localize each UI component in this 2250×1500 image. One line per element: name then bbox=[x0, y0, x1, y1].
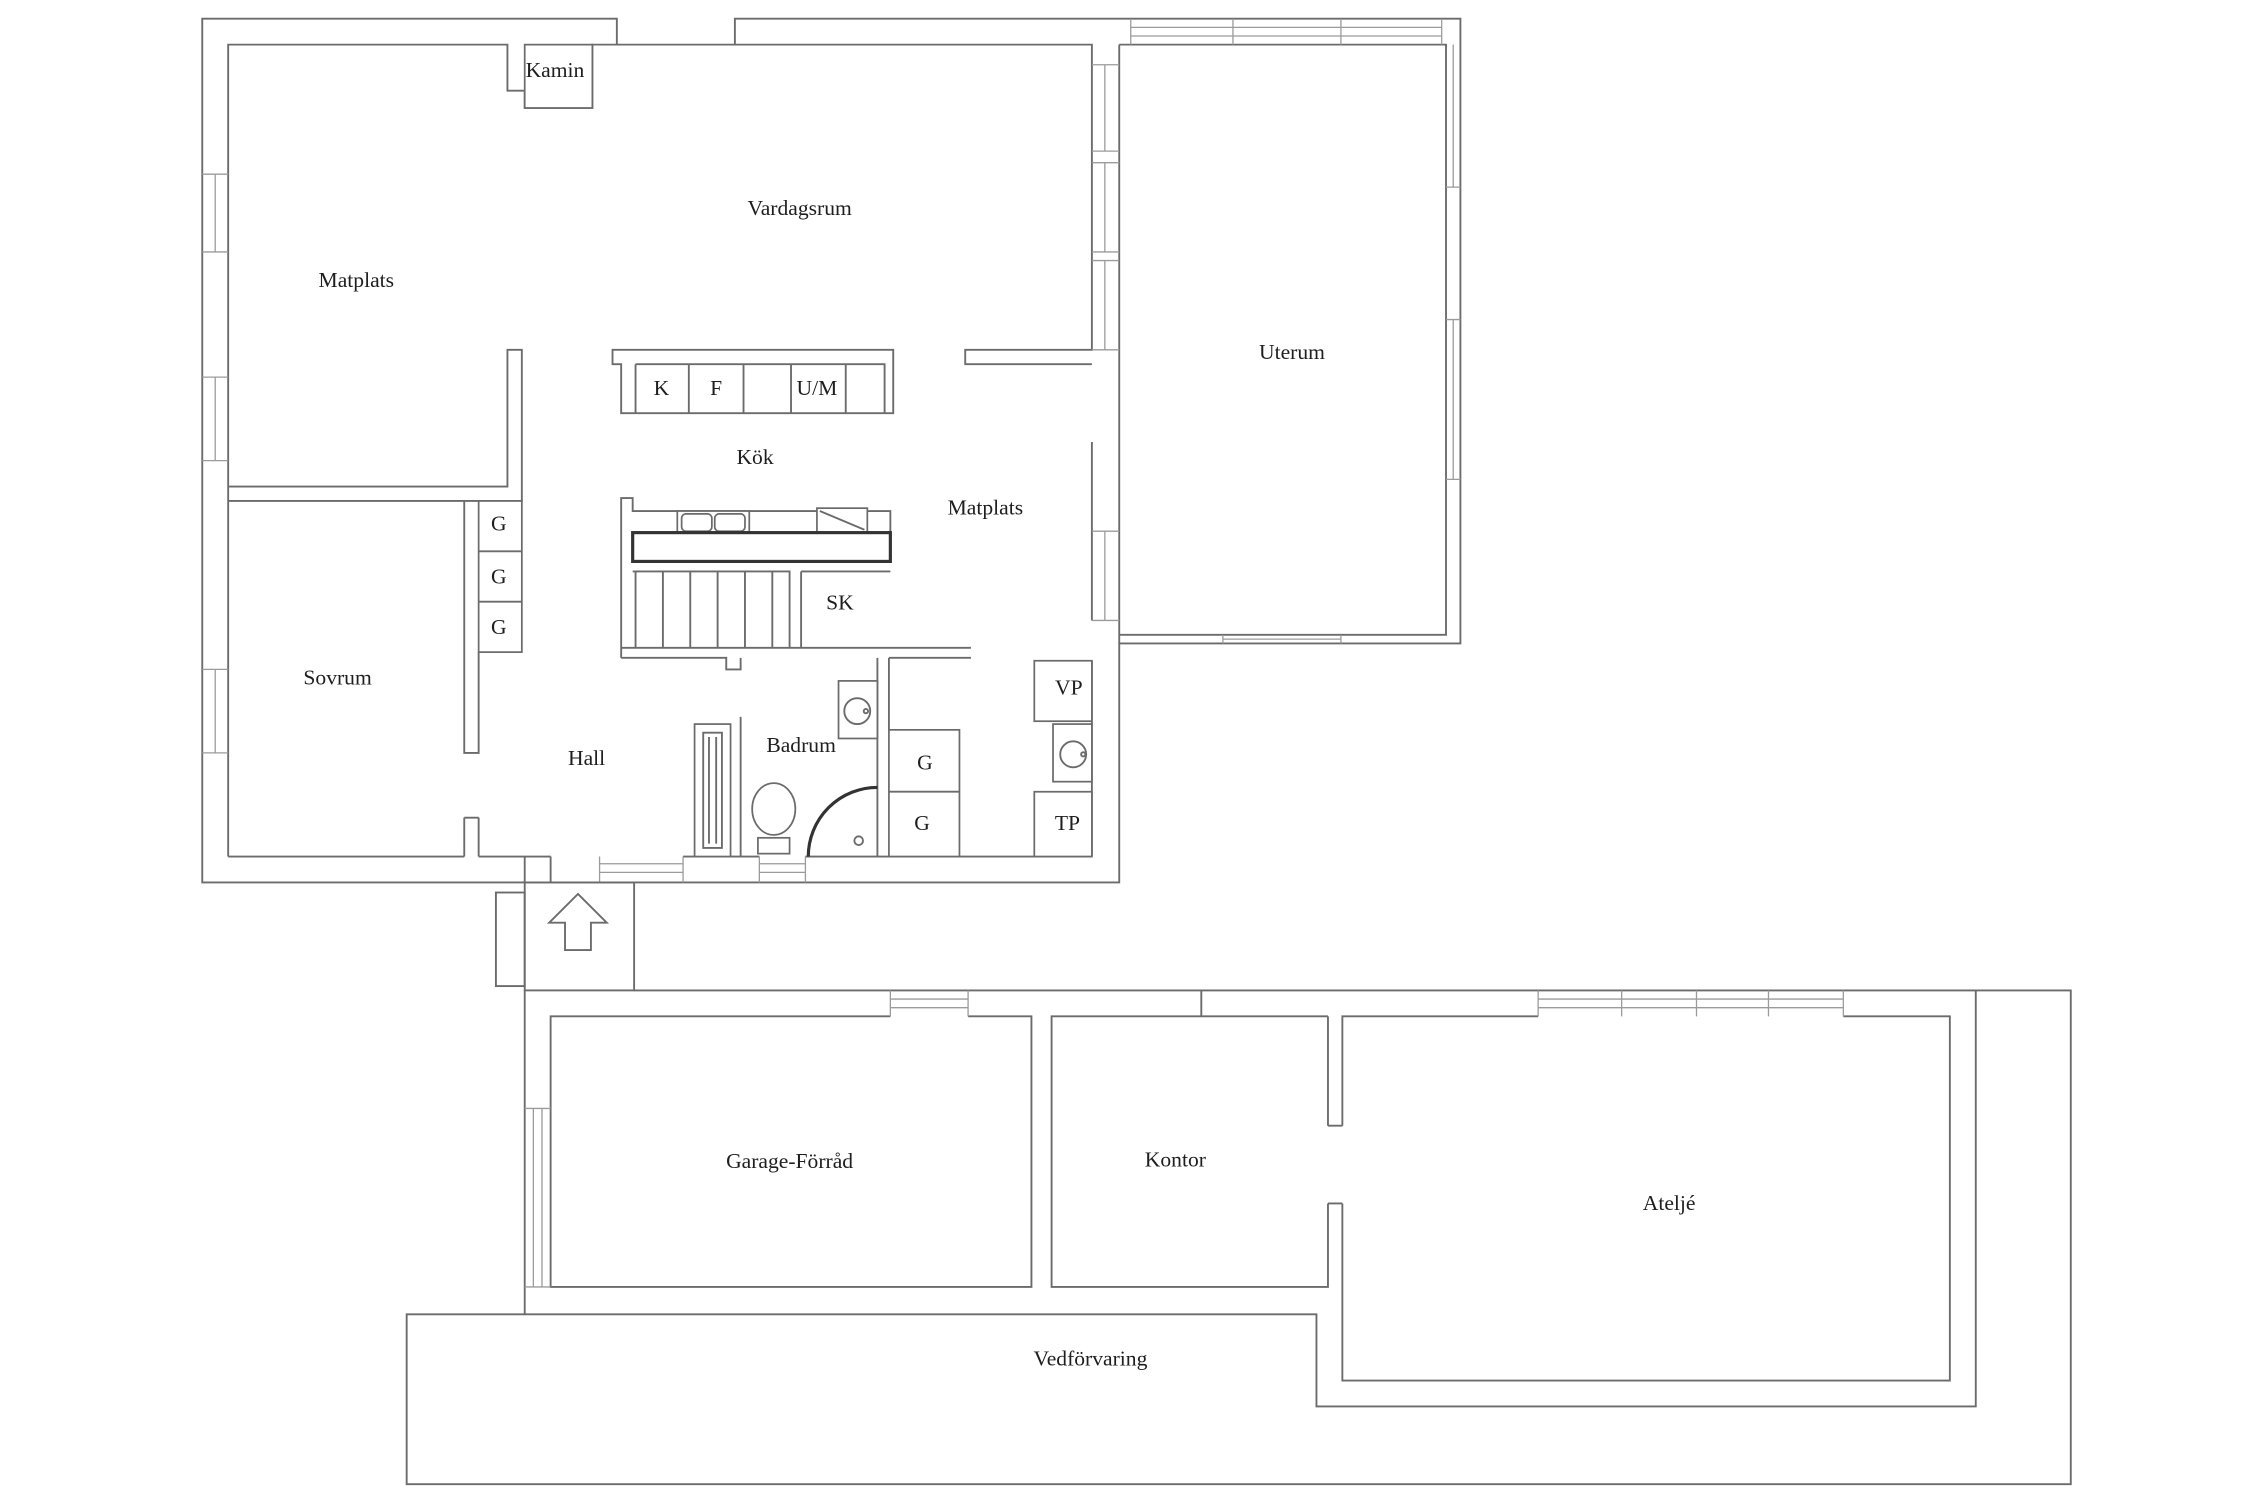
kitchen-sink-basin-left bbox=[680, 513, 713, 533]
hall-closets bbox=[888, 728, 961, 858]
kitchen-counter-band bbox=[631, 531, 892, 564]
badrum-sink-basin bbox=[843, 697, 872, 726]
toilet-tank bbox=[757, 836, 791, 855]
annex bbox=[405, 989, 2072, 1486]
kitchen-south-wall bbox=[621, 646, 971, 671]
label-garage-forrad: Garage-Förråd bbox=[726, 1149, 853, 1173]
annex-outer-wall bbox=[405, 989, 2072, 1486]
label-vardagsrum: Vardagsrum bbox=[748, 196, 852, 220]
south-windows bbox=[598, 856, 807, 883]
label-fixture-u-m: U/M bbox=[797, 376, 838, 400]
label-fixture-k: K bbox=[654, 376, 670, 400]
matplats-inner-wall bbox=[227, 43, 617, 857]
sovrum-closet-dividers bbox=[478, 550, 522, 603]
label-fixture-vp: VP bbox=[1055, 675, 1083, 699]
vardagsrum-inner-wall bbox=[734, 43, 1093, 366]
toilet-bowl bbox=[751, 782, 797, 836]
south-inner-wall bbox=[228, 855, 1092, 883]
uterum-inner-wall bbox=[1119, 43, 1447, 636]
vp-box bbox=[1033, 659, 1093, 723]
kontor-inner-wall bbox=[1050, 990, 1329, 1288]
vedforvaring-wall bbox=[524, 990, 1977, 1408]
label-closet-g-3: G bbox=[491, 615, 507, 639]
label-sovrum: Sovrum bbox=[303, 665, 372, 689]
west-windows bbox=[202, 173, 229, 754]
porch-side-box bbox=[494, 891, 526, 988]
uterum-windows bbox=[1130, 18, 1461, 644]
entrance-arrow-icon bbox=[546, 892, 610, 952]
kitchen-appliance-dividers bbox=[634, 363, 886, 414]
room-labels: Kamin Vardagsrum Matplats Uterum K F U/M… bbox=[303, 58, 1695, 1370]
badrum-sink-tap bbox=[862, 708, 869, 715]
atelje-windows bbox=[1537, 990, 1844, 1017]
label-hall: Hall bbox=[568, 746, 605, 770]
radiator bbox=[693, 723, 732, 858]
label-closet-g-5: G bbox=[914, 811, 930, 835]
porch-outline bbox=[523, 881, 636, 992]
label-fixture-tp: TP bbox=[1055, 811, 1080, 835]
label-kok: Kök bbox=[736, 445, 773, 469]
label-closet-g-4: G bbox=[917, 750, 933, 774]
main-house bbox=[201, 17, 1462, 884]
radiator-fins bbox=[702, 731, 723, 849]
kamin-box bbox=[523, 43, 594, 109]
shower-door-arc bbox=[806, 785, 878, 857]
stairs bbox=[632, 570, 791, 648]
label-kontor: Kontor bbox=[1145, 1148, 1206, 1172]
tp-box bbox=[1033, 790, 1093, 858]
matplats-sovrum-wall bbox=[228, 348, 523, 502]
label-fixture-sk: SK bbox=[826, 591, 854, 615]
label-uterum: Uterum bbox=[1259, 340, 1325, 364]
sovrum-east-wall bbox=[463, 500, 480, 857]
kitchen-stove-hood bbox=[819, 510, 865, 531]
garage-inner-wall bbox=[549, 1015, 1033, 1288]
label-matplats-west: Matplats bbox=[319, 268, 395, 292]
label-closet-g-2: G bbox=[491, 565, 507, 589]
kitchen-counter-upper bbox=[611, 348, 895, 415]
label-vedforvaring: Vedförvaring bbox=[1034, 1346, 1148, 1370]
main-house-outer-wall bbox=[201, 17, 1462, 884]
porch bbox=[494, 881, 636, 992]
atelje-inner-wall bbox=[1327, 1015, 1951, 1382]
kitchen-counter-lower bbox=[620, 497, 892, 658]
sovrum-closets bbox=[477, 500, 523, 653]
label-atelje: Ateljé bbox=[1643, 1191, 1696, 1215]
sk-closet bbox=[800, 570, 891, 648]
uterum-shared-wall-windows bbox=[1091, 64, 1120, 622]
label-fixture-f: F bbox=[710, 376, 722, 400]
label-matplats-east: Matplats bbox=[948, 496, 1024, 520]
shower-drain bbox=[853, 835, 864, 846]
kitchen-sink-basin-right bbox=[713, 513, 746, 533]
garage-windows bbox=[524, 990, 969, 1288]
wc-sink-tap bbox=[1080, 751, 1087, 758]
label-badrum: Badrum bbox=[766, 733, 836, 757]
label-kamin: Kamin bbox=[526, 58, 585, 82]
label-closet-g-1: G bbox=[491, 511, 507, 535]
